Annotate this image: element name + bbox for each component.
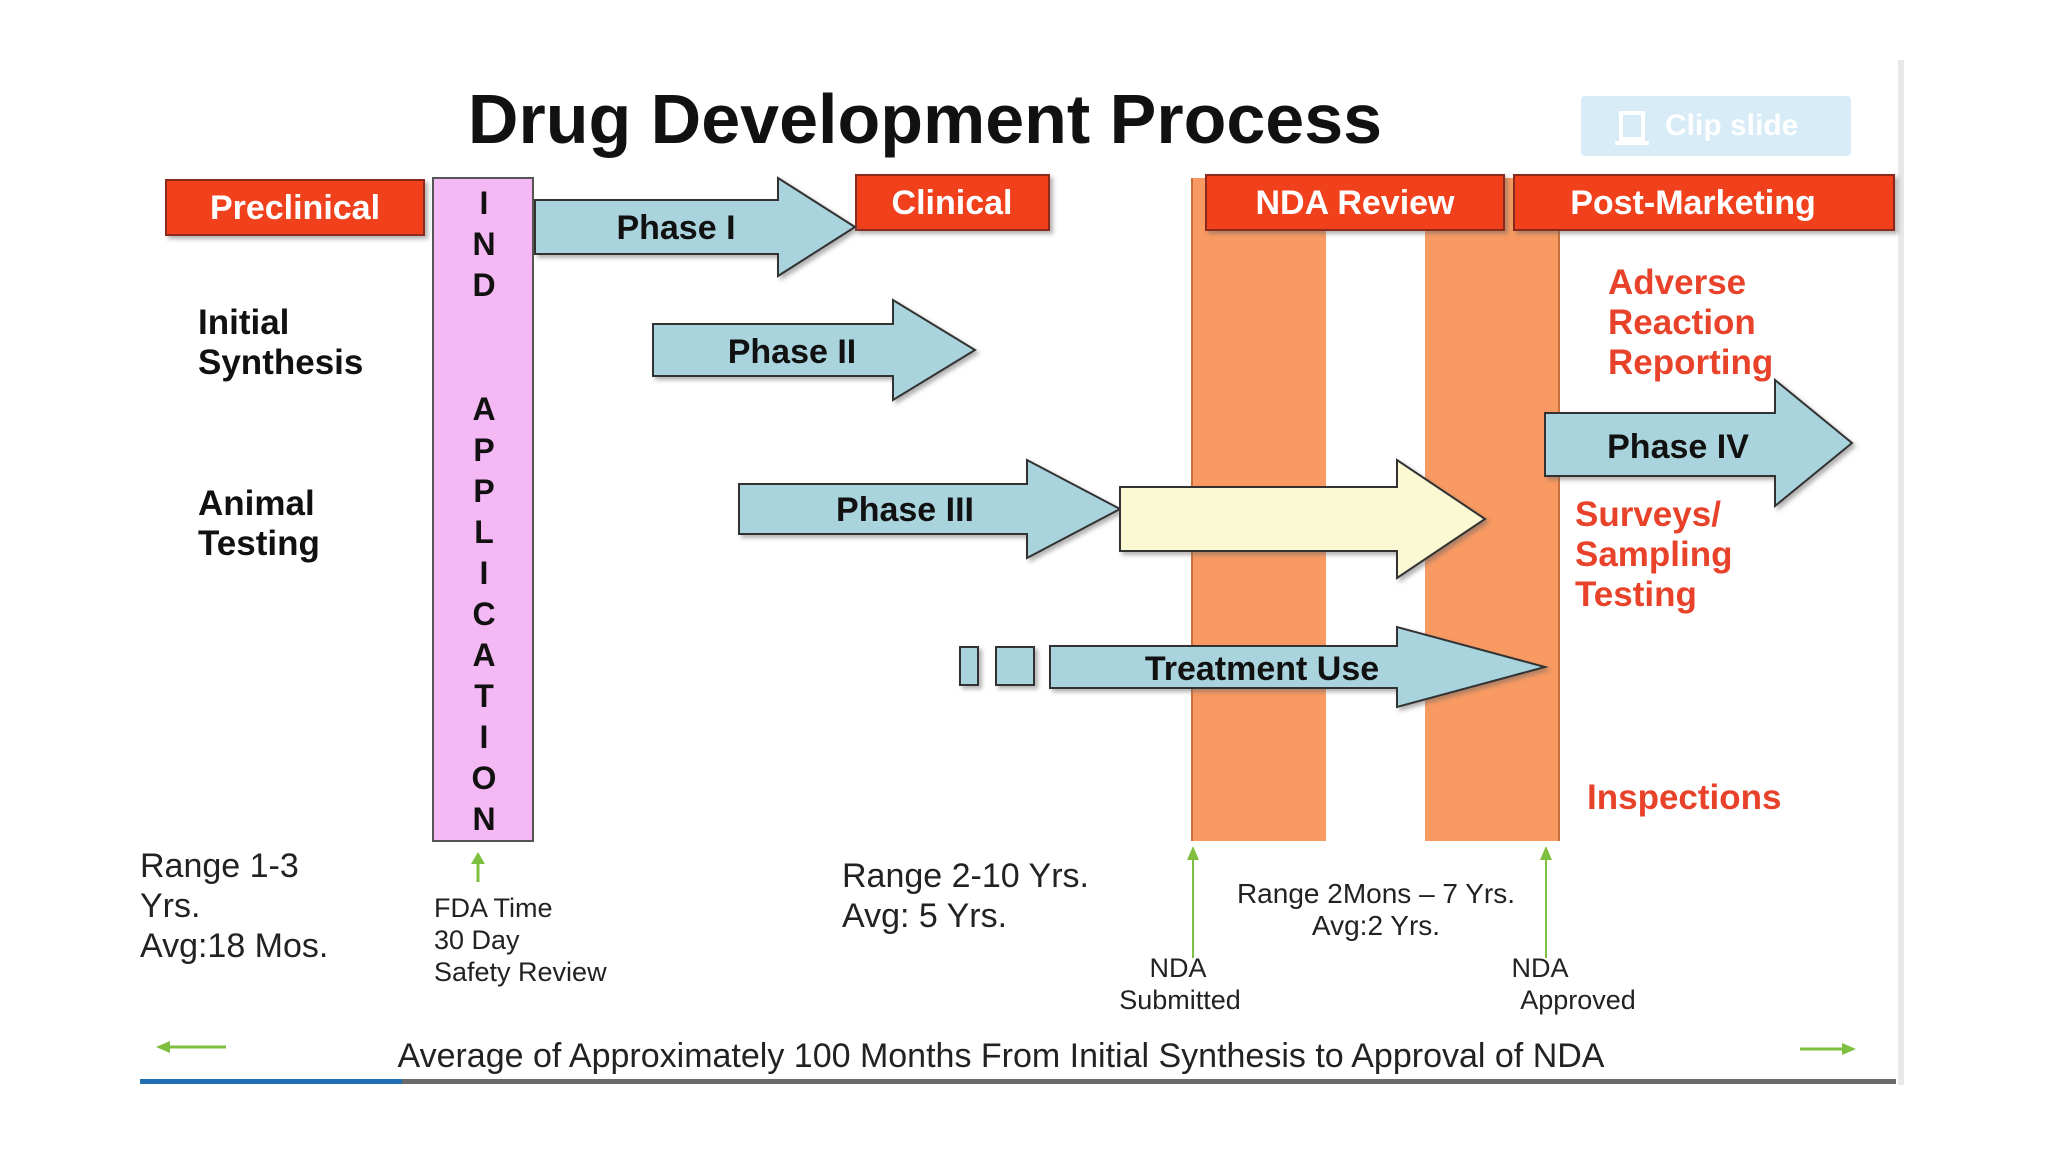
application-letter: N <box>472 801 495 837</box>
application-letter: I <box>480 719 489 755</box>
surveys-line-3: Testing <box>1575 575 1697 614</box>
nda-range-line-2: Avg:2 Yrs. <box>1312 910 1440 941</box>
phase-1-label: Phase I <box>616 209 735 247</box>
phase-4-arrow <box>1544 377 1854 509</box>
inspections-label: Inspections <box>1587 778 1781 817</box>
header-post-marketing: Post-Marketing <box>1570 184 1816 222</box>
fda-safety-review: FDA Time 30 Day Safety Review <box>434 893 607 987</box>
application-label: A P P L I C A T I O N <box>472 391 497 837</box>
ind-application-bar <box>432 177 534 842</box>
preclinical-initial-synthesis: Initial Synthesis <box>198 303 363 382</box>
treatment-dash-1 <box>959 646 979 686</box>
nda-submitted-label: NDA Submitted <box>1119 953 1241 1015</box>
clip-slide-button[interactable]: Clip slide <box>1581 96 1851 156</box>
ind-letter: N <box>472 226 495 262</box>
surveys-line-2: Sampling <box>1575 535 1733 574</box>
application-letter: T <box>474 678 494 714</box>
application-letter: C <box>472 596 495 632</box>
preclinical-range: Range 1-3 Yrs. Avg:18 Mos. <box>140 847 328 965</box>
synthesis-line-1: Initial <box>198 303 289 342</box>
nda-submitted-line-2: Submitted <box>1119 985 1241 1015</box>
animal-line-1: Animal <box>198 484 315 523</box>
preclinical-range-line-1: Range 1-3 <box>140 847 299 885</box>
phase-1-arrow <box>534 176 857 278</box>
clip-slide-label: Clip slide <box>1665 109 1798 142</box>
phase-3-extension-arrow <box>1119 458 1487 580</box>
ind-label: I N D <box>472 185 495 303</box>
application-letter: L <box>474 514 494 550</box>
application-letter: P <box>473 432 494 468</box>
nda-review-range: Range 2Mons – 7 Yrs. Avg:2 Yrs. <box>1237 878 1515 941</box>
header-nda-review: NDA Review <box>1255 184 1455 222</box>
adverse-line-1: Adverse <box>1608 263 1746 302</box>
slide-bottom-border <box>140 1079 1896 1084</box>
clinical-range-line-1: Range 2-10 Yrs. <box>842 857 1089 895</box>
clinical-range-line-2: Avg: 5 Yrs. <box>842 897 1007 935</box>
fda-line-1: FDA Time <box>434 893 553 923</box>
application-letter: O <box>472 760 497 796</box>
slide-progress-bar <box>140 1079 402 1084</box>
adverse-line-3: Reporting <box>1608 343 1773 382</box>
clinical-range: Range 2-10 Yrs. Avg: 5 Yrs. <box>842 857 1089 935</box>
header-post-marketing-box <box>1513 174 1895 231</box>
application-letter: P <box>473 473 494 509</box>
phase-2-label: Phase II <box>728 333 857 371</box>
footer-summary: Average of Approximately 100 Months From… <box>398 1037 1605 1075</box>
page-title: Drug Development Process <box>468 80 1382 158</box>
nda-approved-line-2: Approved <box>1520 985 1636 1015</box>
header-clinical: Clinical <box>892 184 1013 222</box>
animal-line-2: Testing <box>198 524 320 563</box>
surveys-sampling-testing: Surveys/ Sampling Testing <box>1575 495 1733 614</box>
phase-3-label: Phase III <box>836 491 974 529</box>
header-preclinical: Preclinical <box>210 189 380 227</box>
fda-line-3: Safety Review <box>434 957 607 987</box>
application-letter: A <box>472 637 495 673</box>
header-preclinical-box <box>165 179 425 236</box>
footer-left-arrow <box>156 1041 226 1053</box>
fda-arrow <box>471 852 485 882</box>
adverse-reaction-reporting: Adverse Reaction Reporting <box>1608 263 1773 382</box>
slide-edge <box>1898 60 1904 1085</box>
synthesis-line-2: Synthesis <box>198 343 363 382</box>
nda-range-line-1: Range 2Mons – 7 Yrs. <box>1237 878 1515 909</box>
header-clinical-box <box>855 174 1050 231</box>
nda-approved-line-1: NDA <box>1511 953 1568 983</box>
fda-line-2: 30 Day <box>434 925 520 955</box>
header-nda-review-box <box>1205 174 1505 231</box>
ind-letter: I <box>480 185 489 221</box>
application-letter: I <box>480 555 489 591</box>
treatment-use-arrow <box>1049 625 1549 709</box>
phase-2-arrow <box>652 298 977 402</box>
nda-submitted-line-1: NDA <box>1149 953 1206 983</box>
adverse-line-2: Reaction <box>1608 303 1756 342</box>
surveys-line-1: Surveys/ <box>1575 495 1721 534</box>
footer-right-arrow <box>1800 1043 1856 1055</box>
nda-submitted-arrow <box>1187 846 1199 958</box>
ind-letter: D <box>472 267 495 303</box>
preclinical-range-line-2: Yrs. <box>140 887 200 925</box>
phase-3-arrow <box>738 458 1123 560</box>
preclinical-range-line-3: Avg:18 Mos. <box>140 927 328 965</box>
nda-approved-label: NDA Approved <box>1511 953 1635 1015</box>
application-letter: A <box>472 391 495 427</box>
treatment-dash-2 <box>995 646 1035 686</box>
nda-approved-arrow <box>1540 846 1552 958</box>
preclinical-animal-testing: Animal Testing <box>198 484 320 563</box>
clip-icon <box>1615 111 1649 145</box>
phase-4-label: Phase IV <box>1607 428 1749 466</box>
treatment-use-label: Treatment Use <box>1145 650 1379 688</box>
